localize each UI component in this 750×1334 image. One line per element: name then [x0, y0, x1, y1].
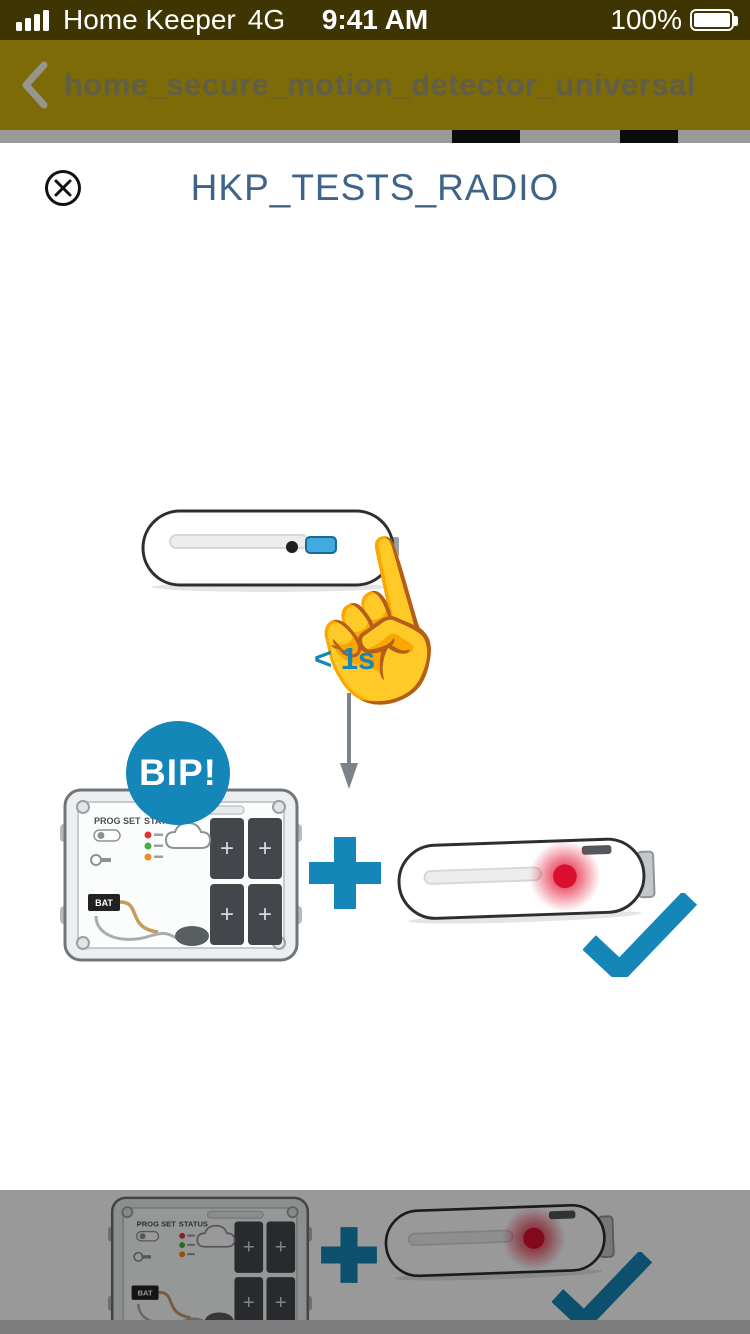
- background-artifact: [620, 130, 678, 143]
- beep-badge: BIP!: [126, 721, 230, 825]
- checkmark-icon: [552, 1252, 652, 1326]
- instruction-modal: HKP_TESTS_RADIO ☝ < 1s BIP!: [16, 143, 734, 1190]
- circle-x-icon: [45, 170, 81, 206]
- page-title: home_secure_motion_detector_universal: [64, 67, 696, 102]
- clock-label: 9:41 AM: [321, 4, 429, 35]
- carrier-label: Home Keeper: [63, 4, 236, 35]
- battery-icon: [690, 9, 738, 31]
- nav-bar: home_secure_motion_detector_universal: [0, 40, 750, 130]
- cellular-signal-icon: [16, 9, 49, 31]
- press-duration-label: < 1s: [314, 641, 376, 676]
- plus-icon: [305, 833, 385, 913]
- background-artifact: [452, 130, 520, 143]
- dimmed-background-top: [0, 130, 750, 143]
- network-type-label: 4G: [247, 4, 286, 35]
- checkmark-icon: [583, 893, 697, 977]
- arrow-down-icon: [340, 693, 358, 789]
- chevron-left-icon: [22, 61, 48, 109]
- battery-percent-label: 100%: [610, 4, 682, 35]
- back-button[interactable]: [18, 59, 48, 111]
- plus-icon: [318, 1224, 380, 1286]
- close-button[interactable]: [43, 168, 83, 208]
- dimmed-background-bottom: [0, 1190, 750, 1334]
- beep-label: BIP!: [139, 752, 217, 793]
- control-panel-icon: [108, 1196, 312, 1334]
- background-bar: [0, 1320, 750, 1334]
- status-bar: Home Keeper 4G 9:41 AM 100%: [0, 0, 750, 40]
- instruction-illustration: ☝ < 1s BIP!: [16, 143, 734, 1190]
- modal-title: HKP_TESTS_RADIO: [190, 167, 560, 208]
- pointing-hand-icon: ☝: [263, 516, 488, 728]
